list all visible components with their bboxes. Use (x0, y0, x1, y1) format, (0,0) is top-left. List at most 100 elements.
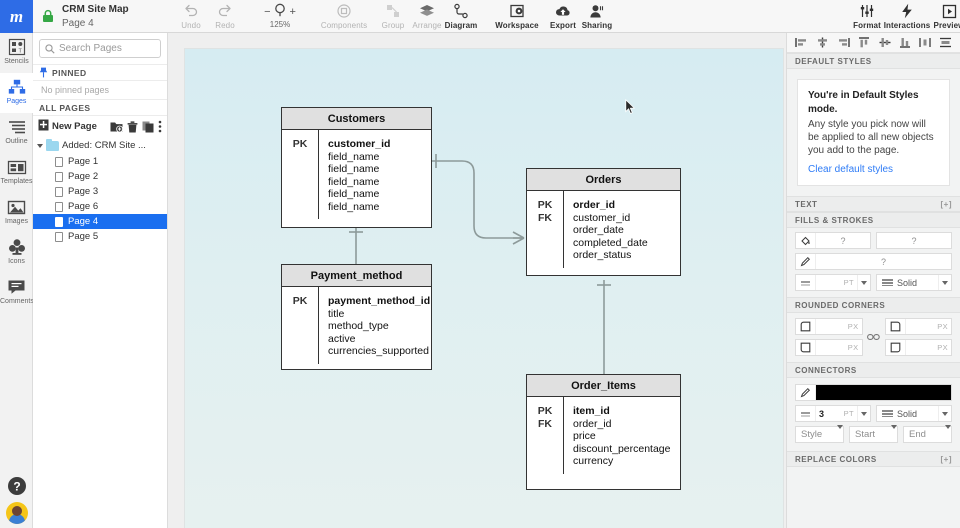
replace-colors-expand-icon[interactable]: [+] (940, 454, 952, 464)
search-pages-input[interactable]: Search Pages (39, 39, 161, 58)
connector-line-style-dropdown[interactable] (938, 406, 951, 421)
connector-color-swatch[interactable] (816, 385, 951, 400)
group-button[interactable]: Group (372, 2, 414, 32)
list-item-page-2[interactable]: Page 2 (33, 169, 167, 184)
new-page-button[interactable]: New Page (38, 119, 97, 134)
page-options-icon[interactable] (158, 120, 162, 133)
app-logo[interactable]: m (0, 0, 33, 33)
connector-weight-input[interactable]: 3 PT (795, 405, 871, 422)
connector-end-dropdown[interactable] (945, 425, 951, 440)
components-button[interactable]: Components (318, 2, 370, 32)
align-middle-v-icon[interactable] (879, 37, 891, 48)
chevron-down-icon[interactable] (37, 143, 43, 148)
field: field_name (328, 150, 380, 163)
distribute-v-icon[interactable] (939, 37, 952, 48)
connector-weight-dropdown[interactable] (857, 406, 870, 421)
zoom-out-button[interactable]: − (264, 5, 271, 18)
align-bottom-icon[interactable] (899, 37, 911, 48)
fill-opacity-value: ? (911, 235, 917, 246)
fill-color-input[interactable]: ? (795, 232, 871, 249)
stroke-color-input[interactable]: ? (795, 253, 952, 270)
connector-style-select[interactable]: Style (795, 425, 844, 443)
add-folder-icon[interactable] (110, 121, 123, 133)
table-customers[interactable]: Customers PK customer_id field_name fiel… (281, 107, 432, 228)
lock-icon[interactable] (40, 8, 56, 24)
canvas-viewport[interactable] (168, 33, 786, 528)
connectors-section-header: CONNECTORS (787, 362, 960, 378)
zoom-control[interactable]: − + 125% (256, 3, 304, 29)
clear-default-styles-link[interactable]: Clear default styles (808, 164, 894, 175)
arrange-button[interactable]: Arrange (406, 2, 448, 32)
sidebar-item-pages[interactable]: Pages (0, 73, 33, 113)
connector-style-dropdown[interactable] (837, 425, 843, 440)
text-section-header[interactable]: TEXT [+] (787, 196, 960, 212)
sidebar-item-images[interactable]: Images (0, 193, 33, 233)
align-top-icon[interactable] (858, 37, 870, 48)
stroke-style-dropdown[interactable] (938, 275, 951, 290)
page-group-row[interactable]: Added: CRM Site ... (33, 137, 167, 154)
undo-button[interactable]: Undo (170, 2, 212, 32)
format-icon (846, 3, 888, 19)
link-icon[interactable] (867, 333, 881, 341)
sidebar-item-outline[interactable]: Outline (0, 113, 33, 153)
text-expand-icon[interactable]: [+] (940, 199, 952, 209)
corner-top-right-input[interactable]: PX (884, 318, 952, 335)
stroke-style-select[interactable]: Solid (876, 274, 952, 291)
document-title-block[interactable]: CRM Site Map Page 4 (62, 4, 129, 30)
connector-start-dropdown[interactable] (891, 425, 897, 440)
user-avatar[interactable] (5, 502, 28, 524)
help-icon[interactable]: ? (0, 476, 33, 496)
interactions-button[interactable]: Interactions (880, 2, 934, 32)
connector-line-style-select[interactable]: Solid (876, 405, 952, 422)
undo-label: Undo (181, 21, 201, 30)
replace-colors-section-header[interactable]: REPLACE COLORS [+] (787, 451, 960, 467)
interactions-icon (880, 3, 934, 19)
corner-top-left-input[interactable]: PX (795, 318, 863, 335)
table-title: Customers (282, 108, 431, 130)
connector-weight-unit: PT (843, 409, 854, 418)
stroke-weight-dropdown[interactable] (857, 275, 870, 290)
align-left-icon[interactable] (795, 37, 808, 48)
fill-opacity-input[interactable]: ? (876, 232, 952, 249)
page-label: Page 5 (68, 231, 99, 242)
sidebar-item-comments[interactable]: Comments (0, 273, 34, 313)
list-item-page-1[interactable]: Page 1 (33, 154, 167, 169)
pinned-empty-message: No pinned pages (41, 85, 110, 95)
sharing-label: Sharing (581, 21, 613, 30)
sidebar-item-stencils[interactable]: T Stencils (0, 33, 33, 73)
workspace-button[interactable]: Workspace (492, 2, 542, 32)
redo-button[interactable]: Redo (204, 2, 246, 32)
sidebar-item-icons[interactable]: Icons (0, 233, 33, 273)
components-label: Components (320, 21, 368, 30)
list-item-page-3[interactable]: Page 3 (33, 184, 167, 199)
list-item-page-5[interactable]: Page 5 (33, 229, 167, 244)
sidebar-item-templates[interactable]: Templates (0, 153, 33, 193)
format-button[interactable]: Format (846, 2, 888, 32)
list-item-page-4-selected[interactable]: Page 4 (33, 214, 167, 229)
connector-color-input[interactable] (795, 384, 952, 401)
preview-button[interactable]: Preview (928, 2, 960, 32)
connector-color-row (787, 378, 960, 401)
diagram-button[interactable]: Diagram (440, 2, 482, 32)
list-item-page-6[interactable]: Page 6 (33, 199, 167, 214)
align-right-icon[interactable] (837, 37, 851, 48)
connector-end-select[interactable]: End (903, 425, 952, 443)
table-order-items[interactable]: Order_Items PK FK item_id order_id price… (526, 374, 681, 490)
zoom-in-button[interactable]: + (289, 5, 296, 18)
duplicate-page-icon[interactable] (142, 121, 154, 133)
table-payment-method[interactable]: Payment_method PK payment_method_id titl… (281, 264, 432, 370)
corner-bottom-right-input[interactable]: PX (884, 339, 952, 356)
connector-start-select[interactable]: Start (849, 425, 898, 443)
stroke-weight-input[interactable]: PT (795, 274, 871, 291)
distribute-h-icon[interactable] (919, 37, 931, 48)
table-orders[interactable]: Orders PK FK order_id customer_id order_… (526, 168, 681, 276)
delete-page-icon[interactable] (127, 120, 138, 133)
solid-line-icon (882, 410, 893, 417)
export-button[interactable]: Export (542, 2, 584, 32)
align-center-h-icon[interactable] (816, 37, 829, 48)
table-title: Orders (527, 169, 680, 191)
corner-bottom-left-input[interactable]: PX (795, 339, 863, 356)
sharing-button[interactable]: Sharing (576, 2, 618, 32)
canvas-page-surface[interactable] (184, 48, 784, 528)
key-fk: FK (538, 417, 552, 430)
